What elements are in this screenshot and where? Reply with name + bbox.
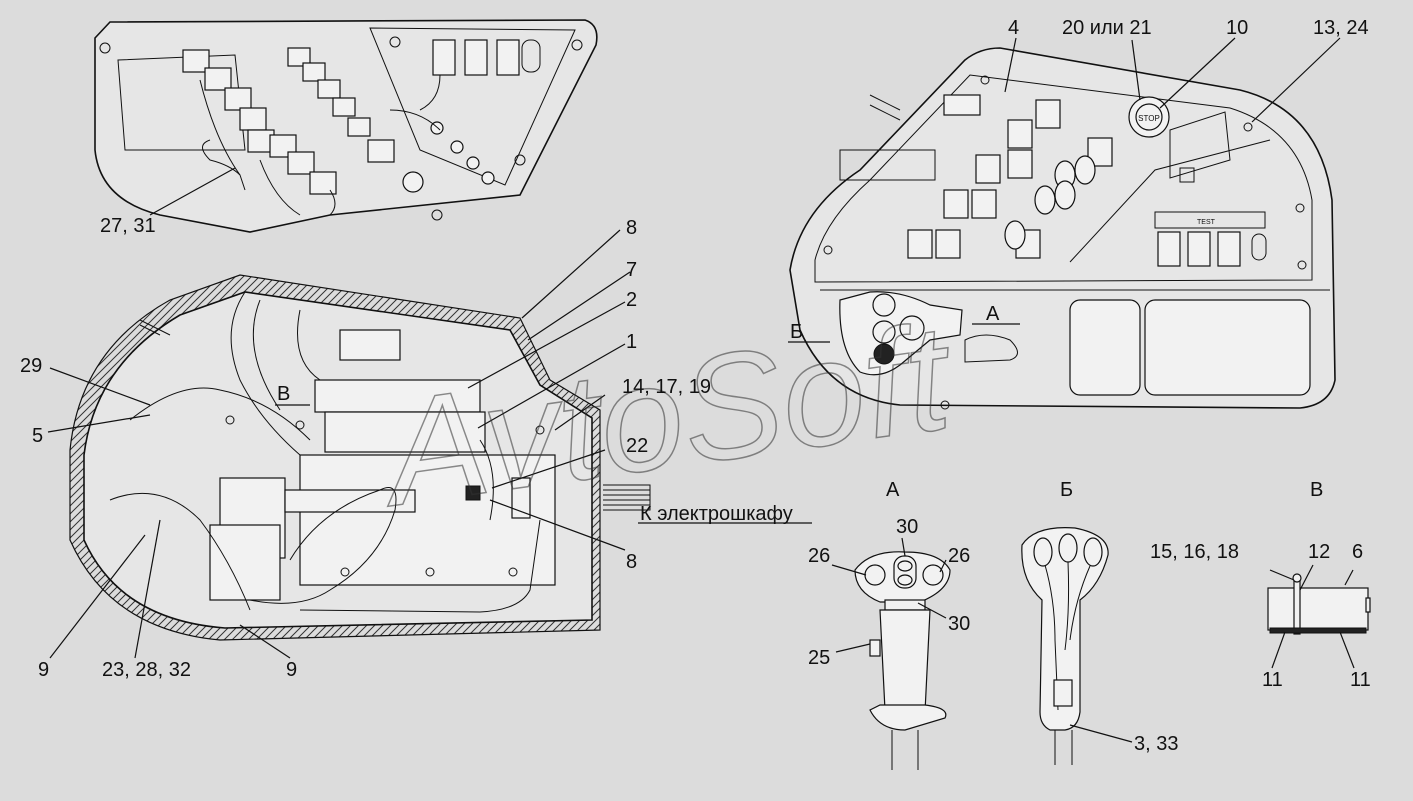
test-label: TEST: [1197, 219, 1216, 226]
leader-lines: [47, 37, 1355, 743]
callout-8-bottom: 8: [626, 551, 637, 573]
callout-labels: 27, 31 8 7 2 1 14, 17, 19 22 8 29 5 9 23…: [20, 17, 1371, 755]
callout-11-left: 11: [1262, 669, 1283, 691]
callout-13-24: 13, 24: [1313, 17, 1369, 39]
stop-button-label: STOP: [1138, 114, 1160, 123]
callout-7: 7: [626, 259, 637, 281]
callout-5: 5: [32, 425, 43, 447]
callout-10: 10: [1226, 17, 1248, 39]
view-a-joystick: [854, 551, 951, 770]
callout-3-33: 3, 33: [1134, 733, 1178, 755]
callout-2: 2: [626, 289, 637, 311]
callout-27-31: 27, 31: [100, 215, 156, 237]
callout-22: 22: [626, 435, 648, 457]
callout-12: 12: [1308, 541, 1330, 563]
view-v-title: В: [1310, 479, 1323, 501]
callout-15-16-18: 15, 16, 18: [1150, 541, 1239, 563]
callout-14-17-19: 14, 17, 19: [622, 376, 711, 398]
callout-25: 25: [808, 647, 830, 669]
callout-26-right: 26: [948, 545, 970, 567]
console-body-open: [69, 274, 651, 641]
to-cabinet-label: К электрошкафу: [640, 503, 793, 525]
callout-11-right: 11: [1350, 669, 1371, 691]
callout-20-or-21: 20 или 21: [1062, 17, 1152, 39]
view-marks: В Б А К электрошкафу А Б В: [277, 303, 1323, 525]
view-a-title: А: [886, 479, 900, 501]
cover-connectors: [182, 39, 520, 195]
view-b-handle: [1021, 527, 1109, 765]
view-a-arrow-label: А: [986, 303, 1000, 325]
callout-26-left: 26: [808, 545, 830, 567]
view-b-title: Б: [1060, 479, 1073, 501]
console-panel-top-view: STOP TEST: [789, 47, 1336, 410]
callout-8-top: 8: [626, 217, 637, 239]
callout-29: 29: [20, 355, 42, 377]
callout-1: 1: [626, 331, 637, 353]
view-v-clamp: [1267, 573, 1371, 635]
callout-9-right: 9: [286, 659, 297, 681]
callout-23-28-32: 23, 28, 32: [102, 659, 191, 681]
callout-30-top: 30: [896, 516, 918, 538]
callout-6: 6: [1352, 541, 1363, 563]
view-b-arrow-label: Б: [790, 321, 803, 343]
panel-cover-open: [94, 19, 598, 233]
view-v-arrow-label: В: [277, 383, 290, 405]
callout-4: 4: [1008, 17, 1019, 39]
callout-30-bottom: 30: [948, 613, 970, 635]
callout-9-left: 9: [38, 659, 49, 681]
panel-switches: TEST: [839, 94, 1267, 267]
